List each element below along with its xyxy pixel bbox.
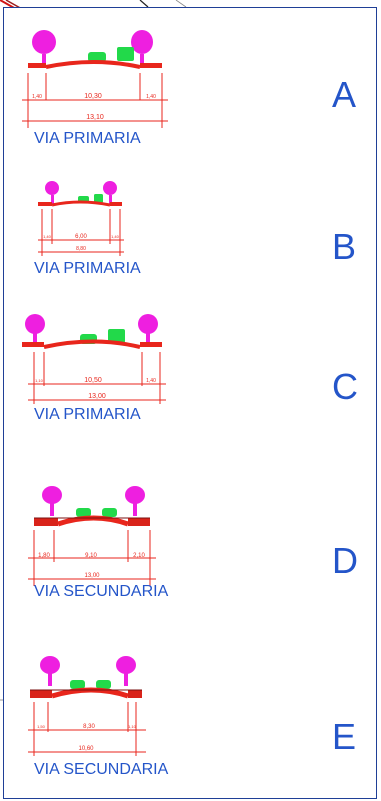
tree-icon [32,30,56,68]
bus-icon [94,194,103,203]
dim-center: 10,30 [84,93,102,100]
road-profile [22,339,162,349]
section-label: VIA SECUNDARIA [34,583,169,600]
section-c: 1,10 10,50 1,40 13,00 C VIA PRIMARIA [4,314,378,434]
section-letter: E [332,716,357,757]
section-label: VIA PRIMARIA [34,260,141,277]
tree-icon [25,314,45,346]
road-profile [28,60,162,69]
dim-right: 1,40 [146,94,156,100]
tree-icon [138,314,158,346]
tree-icon [42,486,62,516]
dim-center: 10,50 [84,377,102,384]
tree-icon [103,181,117,205]
dim-total: 13,00 [88,393,106,400]
tree-icon [125,486,145,516]
dim-total: 10,60 [78,746,94,752]
dim-left: 1,40 [32,94,42,100]
road-profile [34,515,150,527]
section-b: 1,40 6,00 1,40 8,80 B VIA PRIMARIA [4,180,378,288]
section-label: VIA PRIMARIA [34,130,141,147]
dim-right: 1,10 [128,724,137,729]
car-icon [76,508,91,517]
dim-right: 2,10 [133,553,145,559]
cross-section-d-drawing: 1,80 9,10 2,10 13,00 [28,486,156,586]
dimension-lines: 1,80 9,10 2,10 13,00 [28,530,156,586]
section-letter: B [332,226,357,267]
dim-left: 1,80 [38,553,50,559]
road-profile [38,200,122,207]
cross-section-c-drawing: 1,10 10,50 1,40 13,00 [22,314,166,404]
dim-right: 1,40 [111,234,120,239]
dim-center: 6,00 [75,234,87,240]
dim-left: 1,50 [37,724,46,729]
tree-icon [40,656,60,686]
car-icon [96,680,111,689]
dim-total: 13,10 [86,114,104,121]
section-a: 1,40 10,30 1,40 13,10 A VIA PRIMARIA [4,30,378,158]
section-letter: C [332,366,358,407]
dim-left: 1,10 [35,378,44,383]
cross-section-e-drawing: 1,50 8,30 1,10 10,60 [28,656,146,756]
section-letter: A [332,74,357,115]
dimension-lines: 1,50 8,30 1,10 10,60 [28,702,146,756]
section-letter: D [332,540,358,581]
tree-icon [45,181,59,205]
dimension-lines: 1,40 10,30 1,40 13,10 [22,73,168,128]
bus-icon [117,47,134,61]
dim-center: 8,30 [83,724,95,730]
tree-icon [116,656,136,686]
car-icon [102,508,117,517]
dim-center: 9,10 [85,553,97,559]
dim-total: 13,00 [84,573,100,579]
dim-left: 1,40 [43,234,52,239]
section-label: VIA SECUNDARIA [34,761,169,778]
dimension-lines: 1,10 10,50 1,40 13,00 [28,352,166,404]
section-label: VIA PRIMARIA [34,406,141,423]
cross-section-b-drawing: 1,40 6,00 1,40 8,80 [38,181,124,256]
car-icon [70,680,85,689]
cross-section-a-drawing: 1,40 10,30 1,40 13,10 [22,30,168,128]
tree-icon [131,30,153,68]
road-sections-panel: 1,40 10,30 1,40 13,10 A VIA PRIMARIA [3,7,377,799]
dim-total: 8,80 [76,246,86,252]
dim-right: 1,40 [146,378,156,384]
car-icon [88,52,106,62]
road-profile [30,687,142,699]
section-d: 1,80 9,10 2,10 13,00 D VIA SECUNDARIA [4,486,378,616]
dimension-lines: 1,40 6,00 1,40 8,80 [38,209,124,256]
section-e: 1,50 8,30 1,10 10,60 E VIA SECUNDARIA [4,656,378,786]
bus-icon [108,329,125,343]
